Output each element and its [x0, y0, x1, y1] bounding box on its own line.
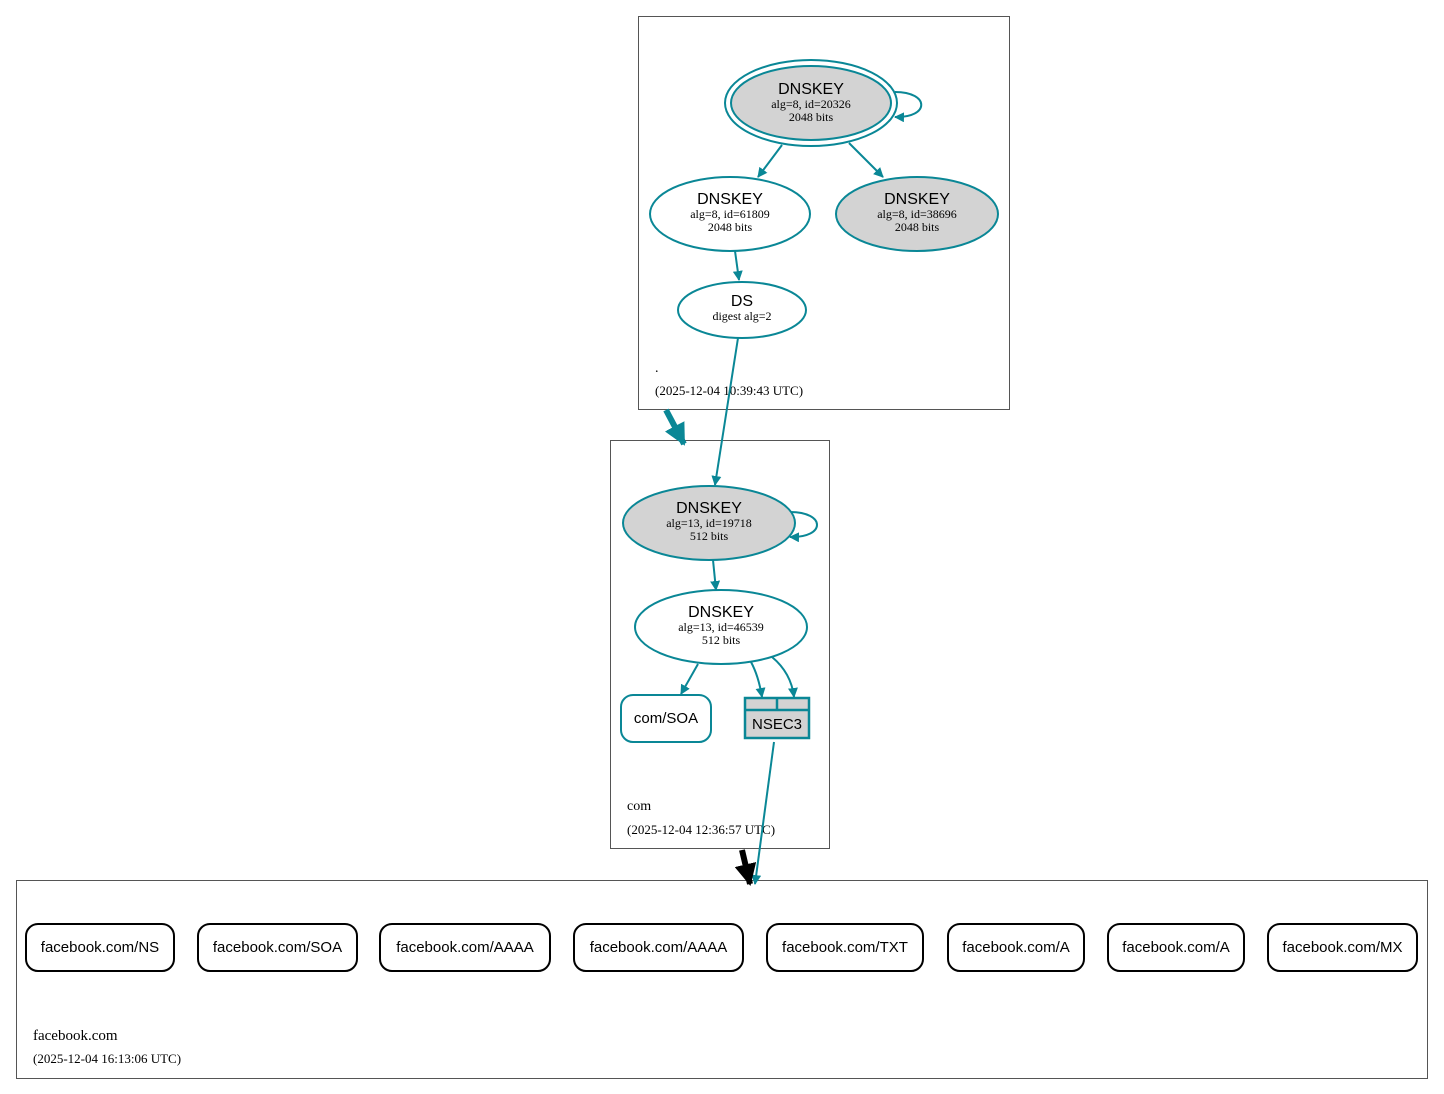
zone-com-name: com [627, 799, 651, 814]
node-com-zsk-line1: alg=13, id=46539 [678, 620, 764, 634]
node-root-zsk-line1: alg=8, id=61809 [690, 207, 770, 221]
edge-com-ksk-self [789, 511, 818, 543]
zone-com: com (2025-12-04 12:36:57 UTC) [610, 440, 830, 849]
edge-root-zsk-to-ds [732, 250, 743, 281]
node-ds-title: DS [731, 293, 753, 310]
record-label: facebook.com/TXT [782, 939, 908, 956]
node-com-soa-label: com/SOA [634, 710, 698, 727]
edge-root-ksk-to-key2 [848, 142, 884, 178]
edge-com-zsk-to-nsec3-b [771, 656, 798, 698]
record-label: facebook.com/A [962, 939, 1070, 956]
zone-com-timestamp: (2025-12-04 12:36:57 UTC) [627, 822, 775, 837]
node-root-ksk-line2: 2048 bits [789, 110, 834, 124]
node-root-ksk-line1: alg=8, id=20326 [771, 97, 851, 111]
record-label: facebook.com/MX [1282, 939, 1402, 956]
node-root-zsk: DNSKEY alg=8, id=61809 2048 bits [649, 176, 811, 252]
zone-facebook-name: facebook.com [33, 1028, 118, 1044]
record-node: facebook.com/SOA [197, 923, 358, 972]
record-node: facebook.com/NS [25, 923, 175, 972]
record-label: facebook.com/NS [41, 939, 159, 956]
edge-nsec3-to-facebook [751, 741, 775, 885]
node-root-key2: DNSKEY alg=8, id=38696 2048 bits [835, 176, 999, 252]
edges [663, 91, 923, 886]
node-root-ksk-title: DNSKEY [778, 81, 844, 98]
record-node: facebook.com/AAAA [573, 923, 744, 972]
edge-com-ksk-to-zsk [710, 559, 721, 591]
node-ds: DS digest alg=2 [677, 281, 807, 339]
record-label: facebook.com/SOA [213, 939, 342, 956]
edge-ds-to-com-ksk [711, 337, 739, 486]
record-node: facebook.com/TXT [766, 923, 924, 972]
edge-com-zsk-to-soa [680, 663, 699, 695]
node-nsec3-label: NSEC3 [752, 716, 802, 733]
record-node: facebook.com/AAAA [379, 923, 551, 972]
records-group: facebook.com/NS facebook.com/SOA faceboo… [25, 923, 1418, 972]
node-root-ksk: DNSKEY alg=8, id=20326 2048 bits [724, 59, 898, 147]
node-com-ksk-line1: alg=13, id=19718 [666, 516, 752, 530]
node-com-ksk-line2: 512 bits [690, 529, 729, 543]
record-label: facebook.com/A [1122, 939, 1230, 956]
record-node: facebook.com/A [1107, 923, 1245, 972]
record-label: facebook.com/AAAA [590, 939, 728, 956]
node-com-zsk: DNSKEY alg=13, id=46539 512 bits [634, 589, 808, 665]
edge-com-zsk-to-nsec3-a [750, 661, 766, 698]
node-com-ksk-title: DNSKEY [676, 500, 742, 517]
edge-root-ksk-self [894, 91, 923, 123]
node-nsec3: NSEC3 [743, 696, 811, 740]
node-com-ksk: DNSKEY alg=13, id=19718 512 bits [622, 485, 796, 561]
node-ds-line1: digest alg=2 [712, 309, 771, 323]
record-node: facebook.com/A [947, 923, 1085, 972]
edge-root-ksk-to-zsk [757, 144, 783, 178]
node-root-key2-line2: 2048 bits [895, 220, 940, 234]
zone-root-name: . [655, 361, 659, 376]
node-root-key2-title: DNSKEY [884, 191, 950, 208]
node-root-zsk-title: DNSKEY [697, 191, 763, 208]
record-node: facebook.com/MX [1267, 923, 1418, 972]
record-label: facebook.com/AAAA [396, 939, 534, 956]
node-root-key2-line1: alg=8, id=38696 [877, 207, 957, 221]
node-com-zsk-title: DNSKEY [688, 604, 754, 621]
node-com-zsk-line2: 512 bits [702, 633, 741, 647]
edge-delegation-root-com [663, 408, 687, 446]
zone-facebook-timestamp: (2025-12-04 16:13:06 UTC) [33, 1051, 181, 1066]
node-com-soa: com/SOA [620, 694, 712, 743]
node-root-zsk-line2: 2048 bits [708, 220, 753, 234]
edge-delegation-com-facebook [734, 849, 757, 886]
zone-facebook: facebook.com (2025-12-04 16:13:06 UTC) [16, 880, 1428, 1079]
